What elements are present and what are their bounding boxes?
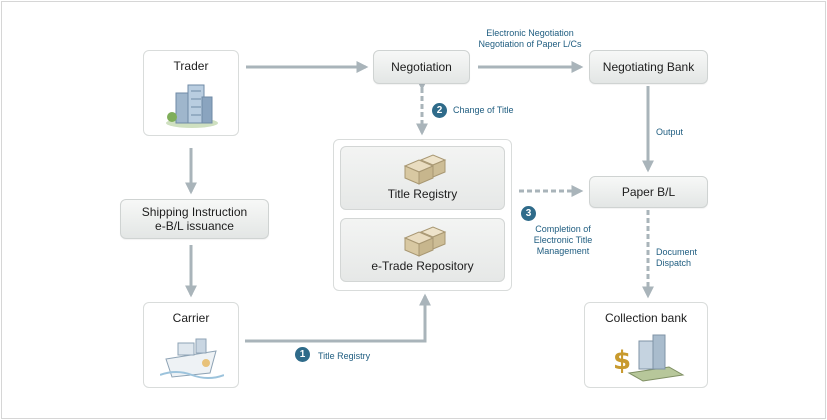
step-1-badge: 1 (295, 347, 310, 362)
step-2-badge: 2 (432, 103, 447, 118)
building-icon (166, 84, 218, 128)
document-dispatch-line-2: Dispatch (656, 258, 692, 268)
bank-money-icon: $ (613, 334, 685, 382)
collection-bank-node: Collection bank $ (584, 302, 708, 388)
etrade-repository-node: e-Trade Repository (340, 218, 505, 282)
negotiation-node: Negotiation (373, 50, 470, 84)
completion-line-2: Electronic Title (533, 235, 593, 245)
shipping-instruction-node: Shipping Instruction e-B/L issuance (120, 199, 269, 239)
output-note: Output (656, 127, 684, 137)
arrow-carrier-repository (245, 293, 431, 343)
etrade-repository-label: e-Trade Repository (371, 259, 474, 273)
electronic-negotiation-line-2: Negotiation of Paper L/Cs (478, 39, 582, 49)
step-3-badge: 3 (521, 206, 536, 221)
registry-group: Title Registry e-Trade Repository (333, 139, 512, 291)
svg-text:$: $ (613, 346, 631, 376)
completion-line-3: Management (536, 246, 590, 256)
completion-line-1: Completion of (535, 224, 591, 234)
carrier-title: Carrier (172, 311, 210, 325)
paper-bl-node: Paper B/L (589, 176, 708, 208)
title-registry-label: Title Registry (387, 187, 458, 201)
electronic-negotiation-note: Electronic Negotiation Negotiation of Pa… (470, 28, 590, 50)
title-registry-step-note: Title Registry (318, 351, 371, 361)
carrier-node: Carrier (143, 302, 239, 388)
ship-icon (160, 338, 224, 379)
trader-node: Trader (143, 50, 239, 136)
title-registry-node: Title Registry (340, 146, 505, 210)
boxes-icon (403, 154, 447, 185)
shipping-instruction-line-1: Shipping Instruction (141, 205, 248, 219)
change-of-title-note: Change of Title (453, 105, 514, 115)
boxes-icon (403, 226, 447, 257)
document-dispatch-line-1: Document (656, 247, 698, 257)
shipping-instruction-line-2: e-B/L issuance (155, 219, 234, 233)
completion-note: Completion of Electronic Title Managemen… (525, 224, 601, 257)
negotiating-bank-node: Negotiating Bank (589, 50, 708, 84)
collection-bank-title: Collection bank (604, 311, 688, 325)
document-dispatch-note: Document Dispatch (656, 247, 697, 269)
trader-title: Trader (173, 59, 209, 73)
electronic-negotiation-line-1: Electronic Negotiation (486, 28, 574, 38)
